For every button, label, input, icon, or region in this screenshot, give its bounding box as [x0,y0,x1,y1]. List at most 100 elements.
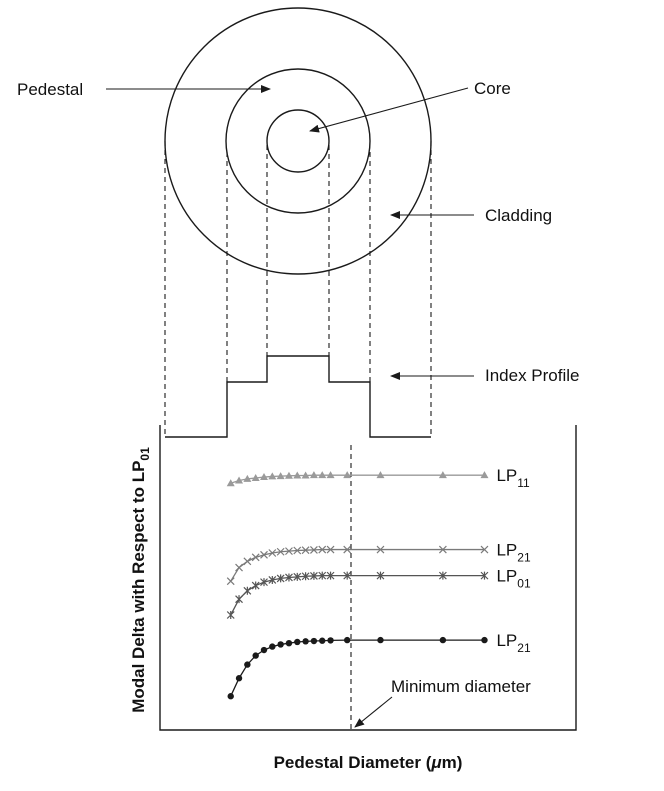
minimum-diameter-label: Minimum diameter [391,677,531,696]
pedestal-circle [225,68,371,214]
data-point-lp21_upper-16 [480,545,489,554]
series-label-main-lp21_lower: LP [496,631,517,650]
data-point-lp21_upper-15 [438,545,447,554]
data-point-lp11-15 [438,471,447,479]
data-point-lp21_lower-10 [310,637,318,645]
data-point-lp21_upper-12 [326,545,335,554]
series-label-main-lp11: LP [496,466,517,485]
cladding-label: Cladding [485,206,552,225]
series-label-main-lp01: LP [496,567,517,586]
data-point-lp21_upper-5 [268,549,277,557]
data-point-lp21_lower-3 [252,652,259,659]
data-point-lp11-5 [268,472,277,480]
data-point-lp11-11 [318,471,327,479]
data-point-lp01-16 [480,571,489,580]
data-point-lp21_lower-14 [377,636,384,644]
data-point-lp21_lower-7 [285,640,293,647]
data-point-lp11-4 [260,473,268,481]
series-lp21_lower: LP21 [227,631,531,700]
data-point-lp11-2 [243,474,252,482]
data-point-lp01-12 [326,571,335,580]
label-arrows [106,85,474,728]
data-point-lp21_upper-14 [376,545,385,554]
index-profile-label: Index Profile [485,366,580,385]
plot-frame [159,425,577,731]
series-label-lp21_upper: LP21 [496,541,530,565]
series-label-sub-lp11: 11 [517,476,530,490]
data-point-lp11-10 [309,471,318,479]
data-point-lp01-6 [276,574,285,583]
data-point-lp01-0 [226,610,235,619]
minimum-diameter-arrow [354,696,393,728]
data-point-lp21_upper-7 [285,547,293,556]
series-label-lp21_lower: LP21 [496,631,530,655]
series-line-lp11 [230,474,443,484]
series-line-lp21_upper [230,548,443,582]
data-point-lp01-5 [268,575,277,584]
data-point-lp01-15 [438,571,447,580]
data-point-lp11-9 [301,471,310,479]
projection-lines [164,141,432,730]
y-axis-title-main: Modal Delta with Respect to LP [129,461,148,713]
data-point-lp21_upper-9 [301,546,310,555]
data-point-lp01-13 [343,571,352,580]
data-point-lp21_lower-0 [227,693,234,700]
data-point-lp21_lower-8 [294,638,301,646]
x-axis-title-main: Pedestal Diameter ( [274,753,432,772]
data-point-lp01-8 [293,572,302,581]
series-lp21_upper: LP21 [226,541,531,586]
data-point-lp21_upper-4 [260,550,268,559]
data-point-lp21_lower-6 [277,641,284,648]
data-point-lp11-8 [293,471,302,479]
y-axis-title-sub: 01 [138,447,152,461]
data-point-lp11-0 [226,479,235,487]
fiber-cross-section [164,7,432,275]
data-point-lp21_lower-13 [344,636,351,644]
data-point-lp21_lower-9 [302,638,309,645]
y-axis-title: Modal Delta with Respect to LP01 [129,447,152,713]
data-point-lp21_upper-0 [226,577,235,586]
data-point-lp21_upper-13 [343,545,352,554]
data-point-lp21_upper-1 [235,563,243,572]
data-point-lp11-16 [480,471,489,479]
x-axis-title: Pedestal Diameter (μm) [274,753,463,772]
data-point-lp11-7 [284,471,293,479]
series-line-lp21_lower [230,639,443,697]
data-point-lp21_lower-12 [327,637,334,644]
data-point-lp21_lower-1 [235,675,243,682]
data-point-lp11-13 [343,471,352,479]
data-point-lp21_lower-16 [481,636,488,644]
data-point-lp01-10 [309,571,318,580]
data-point-lp01-14 [376,571,385,580]
index-profile-curve [165,355,431,438]
data-point-lp01-3 [251,581,260,590]
data-point-lp11-3 [251,473,260,481]
series-label-sub-lp21_upper: 21 [517,551,531,565]
data-point-lp21_upper-6 [276,547,285,556]
data-point-lp11-14 [376,471,385,479]
series-label-sub-lp01: 01 [517,577,531,591]
core-arrow [309,87,469,133]
core-label: Core [474,79,511,98]
series-label-lp01: LP01 [496,567,530,591]
data-point-lp21_lower-2 [244,661,251,668]
data-point-lp21_lower-4 [260,646,268,654]
data-point-lp01-4 [260,578,268,587]
data-point-lp21_upper-8 [293,546,302,555]
data-point-lp01-1 [235,595,243,604]
series-label-sub-lp21_lower: 21 [517,641,531,655]
data-point-lp11-6 [276,472,285,480]
series-label-lp11: LP11 [496,466,530,490]
data-point-lp01-2 [243,586,252,595]
pedestal-label: Pedestal [17,80,83,99]
data-point-lp21_lower-5 [269,643,276,650]
cladding-circle [164,7,432,275]
data-point-lp21_lower-15 [439,636,447,644]
data-point-lp01-7 [285,573,293,582]
data-point-lp21_upper-3 [251,553,260,562]
data-point-lp21_upper-11 [318,545,327,554]
data-point-lp11-1 [235,476,244,484]
core-circle [266,109,330,173]
